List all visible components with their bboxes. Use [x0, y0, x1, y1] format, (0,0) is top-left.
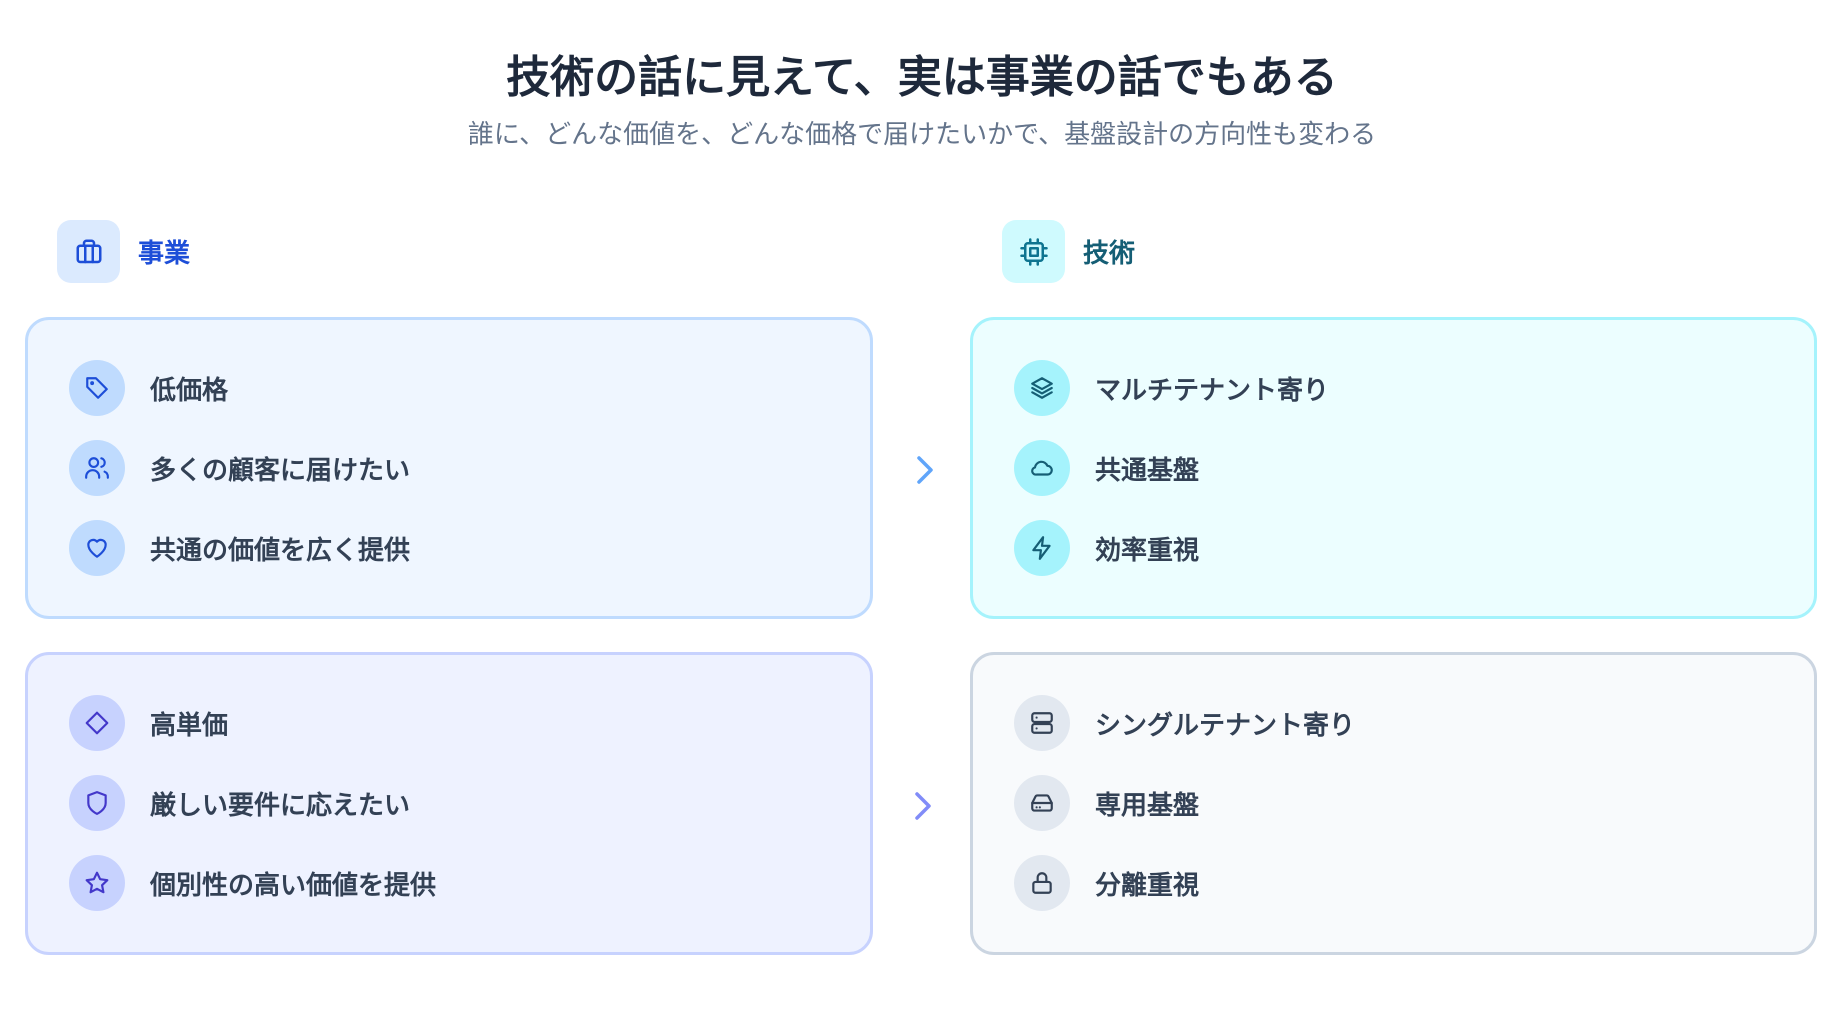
technology-card-single-tenant: シングルテナント寄り 専用基盤 分離重視 — [970, 652, 1817, 955]
heart-icon — [69, 520, 125, 576]
page-subtitle: 誰に、どんな価値を、どんな価格で届けたいかで、基盤設計の方向性も変わる — [467, 120, 1377, 150]
business-card-high-price: 高単価 厳しい要件に応えたい 個別性の高い価値を提供 — [25, 652, 873, 955]
chevron-right-icon — [908, 788, 938, 824]
list-item: 低価格 — [69, 360, 410, 416]
item-label: 高単価 — [150, 710, 229, 741]
layers-icon — [1014, 360, 1070, 416]
technology-card-multi-tenant: マルチテナント寄り 共通基盤 効率重視 — [970, 317, 1817, 619]
star-icon — [69, 855, 125, 911]
list-item: 厳しい要件に応えたい — [69, 775, 436, 831]
lock-icon — [1014, 855, 1070, 911]
hard-drive-icon — [1014, 775, 1070, 831]
item-label: 低価格 — [150, 375, 229, 406]
chevron-right-icon — [910, 452, 940, 488]
server-icon — [1014, 695, 1070, 751]
item-label: シングルテナント寄り — [1095, 710, 1356, 741]
item-label: 共通基盤 — [1095, 455, 1200, 486]
page-title: 技術の話に見えて、実は事業の話でもある — [506, 52, 1338, 103]
shield-icon — [69, 775, 125, 831]
list-item: 分離重視 — [1014, 855, 1355, 911]
list-item: 共通基盤 — [1014, 440, 1329, 496]
list-item: マルチテナント寄り — [1014, 360, 1329, 416]
list-item: 効率重視 — [1014, 520, 1329, 576]
item-label: 専用基盤 — [1095, 790, 1200, 821]
cpu-chip-icon — [1002, 220, 1065, 283]
list-item: 専用基盤 — [1014, 775, 1355, 831]
item-label: 分離重視 — [1095, 870, 1200, 901]
item-label: 厳しい要件に応えたい — [150, 790, 411, 821]
users-icon — [69, 440, 125, 496]
tag-icon — [69, 360, 125, 416]
business-column-label: 事業 — [138, 239, 191, 269]
diamond-icon — [69, 695, 125, 751]
briefcase-icon — [57, 220, 120, 283]
item-label: 個別性の高い価値を提供 — [150, 870, 437, 901]
technology-column-label: 技術 — [1083, 239, 1136, 269]
item-label: 多くの顧客に届けたい — [150, 455, 411, 486]
list-item: 高単価 — [69, 695, 436, 751]
item-label: 共通の価値を広く提供 — [150, 535, 411, 566]
item-label: マルチテナント寄り — [1095, 375, 1330, 406]
technology-column-header: 技術 — [1002, 220, 1135, 283]
business-card-low-price: 低価格 多くの顧客に届けたい 共通の価値を広く提供 — [25, 317, 873, 619]
list-item: シングルテナント寄り — [1014, 695, 1355, 751]
lightning-icon — [1014, 520, 1070, 576]
list-item: 多くの顧客に届けたい — [69, 440, 410, 496]
business-column-header: 事業 — [57, 220, 190, 283]
list-item: 個別性の高い価値を提供 — [69, 855, 436, 911]
list-item: 共通の価値を広く提供 — [69, 520, 410, 576]
item-label: 効率重視 — [1095, 535, 1200, 566]
cloud-icon — [1014, 440, 1070, 496]
